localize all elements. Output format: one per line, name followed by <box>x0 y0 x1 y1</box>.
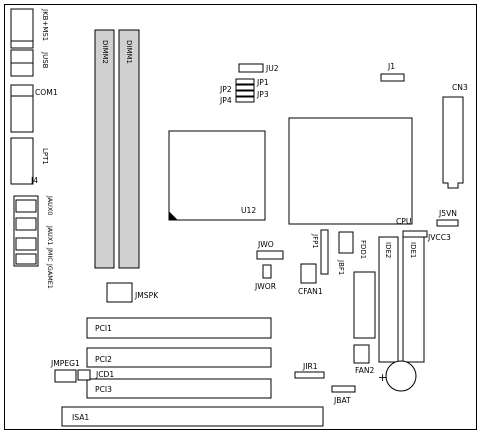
lpt1-connector <box>10 137 34 185</box>
label-j1: J1 <box>387 62 395 71</box>
label-fan2: FAN2 <box>355 366 375 375</box>
label-ide2: IDE2 <box>384 242 392 258</box>
com1-connector <box>10 84 34 133</box>
label-jmspk: JMSPK <box>134 291 159 300</box>
label-jp2: JP2 <box>219 85 232 94</box>
label-jmic: JMIC <box>46 247 54 262</box>
j1-jumper <box>380 73 405 82</box>
cfan1-header <box>300 263 317 284</box>
dimm1-slot <box>118 29 140 269</box>
label-ide1: IDE1 <box>409 242 417 258</box>
ju2-jumper <box>238 63 264 73</box>
jir1-header <box>294 371 325 379</box>
label-pci2: PCI2 <box>95 355 112 364</box>
label-dimm1: DIMM1 <box>125 40 133 64</box>
j5vn-header <box>436 219 459 227</box>
jp2-jumper <box>235 84 255 91</box>
dimm2-slot <box>94 29 115 269</box>
jaux1-header <box>15 217 37 231</box>
pci2-slot <box>86 347 272 368</box>
label-jbf1: JBF1 <box>337 259 345 275</box>
ps2-connector-lower <box>10 40 34 49</box>
label-jwo: JWO <box>257 240 274 249</box>
label-jaux1: JAUX1 <box>46 225 54 245</box>
label-ju2: JU2 <box>265 64 279 73</box>
label-jir1: JIR1 <box>302 362 318 371</box>
label-jgame1: JGAME1 <box>46 263 54 289</box>
label-lpt1: LPT1 <box>41 148 49 165</box>
label-u12: U12 <box>241 206 256 215</box>
jp1-jumper <box>235 78 255 85</box>
label-jkb-ms1: JKB+MS1 <box>41 8 49 41</box>
ide2-connector <box>378 236 399 363</box>
u12-chip <box>168 130 266 221</box>
jwo-header <box>256 250 284 260</box>
label-com1: COM1 <box>35 88 58 97</box>
ps2-connector <box>10 8 34 42</box>
label-jusb: JUSB <box>41 51 49 69</box>
label-j4: J4 <box>30 176 38 185</box>
label-cpu: CPU <box>396 217 411 226</box>
isa1-slot <box>61 406 324 427</box>
label-isa1: ISA1 <box>72 413 89 422</box>
u12-pin1-marker <box>168 210 179 221</box>
label-dimm2: DIMM2 <box>101 40 109 64</box>
jbf1-jumper <box>338 231 354 254</box>
label-j5vn: J5VN <box>438 209 457 218</box>
jbat-jumper <box>331 385 356 393</box>
label-cn3: CN3 <box>452 83 468 92</box>
jvcc3-header <box>402 230 428 238</box>
label-jmpeg1: JMPEG1 <box>50 359 80 368</box>
label-jbat: JBAT <box>333 396 351 405</box>
label-jp1: JP1 <box>256 78 269 87</box>
label-jp4: JP4 <box>219 96 232 105</box>
label-jp3: JP3 <box>256 90 269 99</box>
battery <box>385 360 417 392</box>
label-jaux0: JAUX0 <box>46 195 54 215</box>
fan2-header <box>353 344 370 364</box>
jp3-jumper <box>235 90 255 97</box>
jgame1-header <box>15 253 37 265</box>
label-jcd1: JCD1 <box>95 370 114 379</box>
jwor-header <box>262 264 272 279</box>
cpu-socket <box>288 117 413 225</box>
jaux0-header <box>15 199 37 213</box>
jmpeg1-header <box>54 369 77 383</box>
label-jwor: JWOR <box>254 282 277 291</box>
label-pci3: PCI3 <box>95 385 112 394</box>
label-jfp1: JFP1 <box>311 233 319 249</box>
label-jvcc3: JVCC3 <box>427 233 451 242</box>
pci1-slot <box>86 317 272 339</box>
pci3-slot <box>86 378 272 399</box>
fdd1-connector <box>353 271 376 339</box>
jmic-header <box>15 237 37 251</box>
jp4-jumper <box>235 96 255 103</box>
label-cfan1: CFAN1 <box>298 287 323 296</box>
ide1-connector <box>402 236 425 363</box>
jcd1-header <box>77 369 91 381</box>
jmspk-header <box>106 282 133 303</box>
label-pci1: PCI1 <box>95 324 112 333</box>
cn3-connector <box>442 96 464 189</box>
label-battery-plus: + <box>378 371 387 384</box>
jfp1-header <box>320 229 329 275</box>
label-fdd1: FDD1 <box>359 240 367 259</box>
